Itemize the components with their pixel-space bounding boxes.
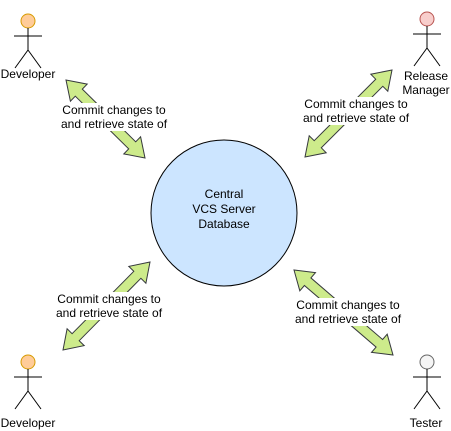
actor-right-leg bbox=[27, 49, 42, 69]
central-server-node[interactable] bbox=[150, 139, 298, 287]
server-line-2: VCS Server bbox=[192, 202, 256, 216]
release-manager-line-2: Manager bbox=[402, 83, 450, 97]
connector-label-bottom-right-line-2: and retrieve state of bbox=[294, 312, 402, 326]
server-line-3: Database bbox=[198, 217, 250, 231]
actor-right-leg bbox=[426, 390, 441, 410]
developer-top-label: Developer bbox=[0, 67, 56, 81]
connector-label-top-right-line-1: Commit changes to bbox=[304, 97, 408, 111]
server-line-1: Central bbox=[204, 187, 244, 201]
actor-head bbox=[419, 354, 435, 370]
connector-label-bottom-right: Commit changes to and retrieve state of bbox=[289, 298, 407, 326]
actor-left-leg bbox=[413, 47, 428, 67]
connector-label-bottom-right-line-1: Commit changes to bbox=[296, 298, 400, 312]
actor-right-leg bbox=[426, 47, 441, 67]
actor-head bbox=[419, 11, 435, 27]
actor-right-leg bbox=[27, 390, 42, 410]
connector-label-bottom-left: Commit changes to and retrieve state of bbox=[50, 292, 168, 320]
connector-label-top-right: Commit changes to and retrieve state of bbox=[297, 97, 415, 125]
central-server-label: Central VCS Server Database bbox=[149, 187, 299, 232]
connector-label-top-right-line-2: and retrieve state of bbox=[302, 111, 410, 125]
actor-left-leg bbox=[413, 390, 428, 410]
connector-label-bottom-left-line-1: Commit changes to bbox=[57, 292, 161, 306]
connector-label-top-left: Commit changes to and retrieve state of bbox=[55, 103, 173, 131]
release-manager-label: Release Manager bbox=[398, 69, 451, 97]
actor-left-leg bbox=[14, 390, 29, 410]
actor-developer-top[interactable] bbox=[14, 13, 42, 69]
developer-bottom-label: Developer bbox=[0, 416, 56, 430]
tester-label: Tester bbox=[409, 416, 443, 430]
actor-release-manager[interactable] bbox=[413, 11, 441, 67]
actor-head bbox=[20, 13, 36, 29]
actor-tester[interactable] bbox=[413, 354, 441, 410]
actor-developer-bottom[interactable] bbox=[14, 354, 42, 410]
release-manager-line-1: Release bbox=[403, 69, 449, 83]
connector-label-top-left-line-2: and retrieve state of bbox=[60, 117, 168, 131]
actor-left-leg bbox=[14, 49, 29, 69]
connector-label-top-left-line-1: Commit changes to bbox=[62, 103, 166, 117]
actor-head bbox=[20, 354, 36, 370]
connector-label-bottom-left-line-2: and retrieve state of bbox=[55, 306, 163, 320]
